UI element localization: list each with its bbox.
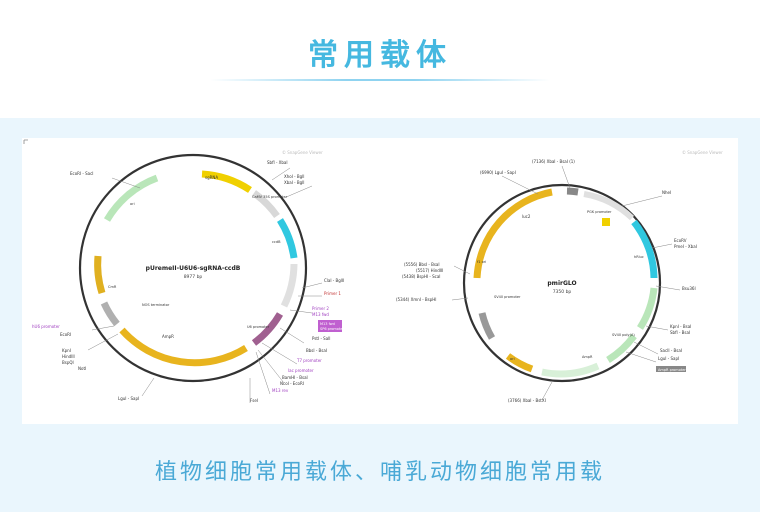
map1-site-label: KpnI (62, 348, 71, 353)
map1-size: 8977 bp (184, 274, 203, 280)
map1-feature-arc (280, 263, 298, 308)
map2-feature-arc (505, 353, 534, 373)
map2-site-label: (3766) XbaI - BstXI (508, 398, 546, 403)
map2-site-label: PmeI - XbaI (674, 244, 697, 249)
map2-size: 7350 bp (553, 289, 572, 295)
caption-text: 植物细胞常用载体、哺乳动物细胞常用载 (154, 460, 605, 485)
map1-feature-arc (201, 170, 252, 193)
map1-site-label: ClaI - BglII (324, 278, 344, 283)
map2-site-label: EcoRV (674, 238, 687, 243)
map2-site-label: (5344) XmnI - BspHI (396, 297, 436, 302)
map1-backbone (78, 153, 308, 383)
map2-feature-arc (631, 219, 658, 279)
map2-feature-arc (606, 333, 637, 363)
plasmid-map-1: © SnapGene Viewer sgRNA CaMV 35S promote… (32, 150, 344, 403)
map2-feature-label: SV40 poly(A) (612, 333, 635, 337)
map1-feature-label: CmR (108, 285, 117, 289)
map1-site-label: EcoRI - SacI (70, 171, 94, 176)
map2-site-label: (7136) XbaI - BsaI (1) (532, 159, 575, 164)
map2-feature-label: PGK promoter (587, 210, 612, 214)
map2-feature-arc (583, 191, 635, 221)
map1-highlight-box (318, 320, 342, 332)
map1-site-label: SbfI - XbaI (267, 160, 288, 165)
map2-feature-label: AmpR (582, 355, 593, 359)
map1-site-label: NotI (78, 366, 86, 371)
map2-feature-arc (478, 312, 496, 340)
map2-site-label: LguI - SapI (658, 356, 679, 361)
map2-feature-label: luc2 (522, 214, 531, 219)
map1-watermark: © SnapGene Viewer (282, 150, 323, 155)
map2-backbone (462, 183, 662, 383)
map2-feature-arc (637, 287, 658, 330)
map1-site-label: XbaI - BglI (284, 180, 304, 185)
plasmid-map-2: © SnapGene Viewer luc2 PGK promoter hRlu… (396, 150, 723, 403)
map2-watermark: © SnapGene Viewer (682, 150, 723, 155)
map1-site-label: Primer 2 (312, 306, 329, 311)
map1-feature-arc (251, 190, 280, 219)
map2-site-label: KpnI - BsaI (670, 324, 691, 329)
map2-feature-label: hRluc (634, 255, 644, 259)
map2-highlight-box (656, 366, 686, 372)
map1-site-label: hU6 promoter (32, 324, 60, 329)
map1-feature-label: ccdB (272, 240, 281, 244)
map2-feature-label: ori (510, 357, 515, 361)
map2-site-label: SacII - BsaI (660, 348, 682, 353)
title-underline (210, 79, 550, 81)
map1-site-label: M13 rev (272, 388, 289, 393)
map1-feature-label: AmpR (162, 334, 174, 339)
map1-feature-label: CaMV 35S promoter (252, 195, 288, 199)
map1-feature-arc (119, 327, 248, 367)
plasmid-maps-card: © SnapGene Viewer sgRNA CaMV 35S promote… (22, 138, 738, 424)
map2-leader-lines (451, 165, 681, 401)
map1-site-label: HindIII (62, 354, 75, 359)
map1-site-label: lac promoter (288, 368, 314, 373)
map1-site-label: T7 promoter (296, 358, 322, 363)
map1-title: pUremeII-U6U6-sgRNA-ccdB (146, 265, 241, 272)
map2-site-label: SbfI - BsaI (670, 330, 690, 335)
map2-title: pmirGLO (547, 280, 576, 287)
map1-feature-arc (103, 174, 159, 222)
map1-feature-label: sgRNA (205, 175, 218, 180)
map1-feature-arc (251, 312, 284, 346)
map1-site-label: BspQI (62, 360, 74, 365)
map1-feature-arc (276, 218, 298, 259)
map1-site-label: NcoI - EcoRI (280, 381, 304, 386)
map2-feature-label: SV40 promoter (494, 295, 521, 299)
map2-feature-arc (473, 188, 553, 279)
map1-site-label: SP6 promoter (320, 327, 344, 331)
map1-site-label: LguI - SapI (118, 396, 139, 401)
map2-feature-arc (541, 362, 600, 378)
page-title: 常用载体 (308, 38, 452, 73)
map2-site-label: (6990) LguI - SapI (480, 170, 516, 175)
corner-mark (23, 139, 28, 144)
map1-feature-label: U6 promoter (247, 325, 270, 329)
map1-leader-lines (87, 167, 323, 403)
map2-feature-label: f1 ori (477, 260, 486, 264)
map1-feature-arc (100, 301, 120, 327)
map1-feature-label: ori (130, 202, 135, 206)
map2-site-label: AmpR promoter (658, 368, 686, 372)
plasmid-maps-image: © SnapGene Viewer sgRNA CaMV 35S promote… (23, 139, 723, 403)
map1-feature-arc (94, 255, 106, 295)
map1-site-label: EcoRI (60, 332, 71, 337)
map2-site-label: (5556) BbsI - BsaI (404, 262, 440, 267)
map1-site-label: M13 fwd (320, 322, 335, 326)
map1-site-label: XhoI - BglI (284, 174, 304, 179)
map2-site-label: Bsu36I (682, 286, 696, 291)
map2-feature-arc (566, 187, 579, 196)
map1-site-label: BamHI - BsaI (282, 375, 308, 380)
map1-site-label: PstI - SalI (312, 336, 330, 341)
map1-site-label: FseI (250, 398, 258, 403)
map2-site-label: NheI (662, 190, 671, 195)
map2-site-label: (5438) BspHI - ScaI (402, 274, 440, 279)
map1-site-label: Primer 1 (324, 291, 341, 296)
map2-site-label: (5517) HindIII (416, 268, 443, 273)
map1-feature-label: NOS terminator (142, 303, 170, 307)
map1-site-label: M13 fwd (312, 312, 329, 317)
map2-feature-box (602, 218, 610, 226)
map1-site-label: BbsI - BsaI (306, 348, 327, 353)
